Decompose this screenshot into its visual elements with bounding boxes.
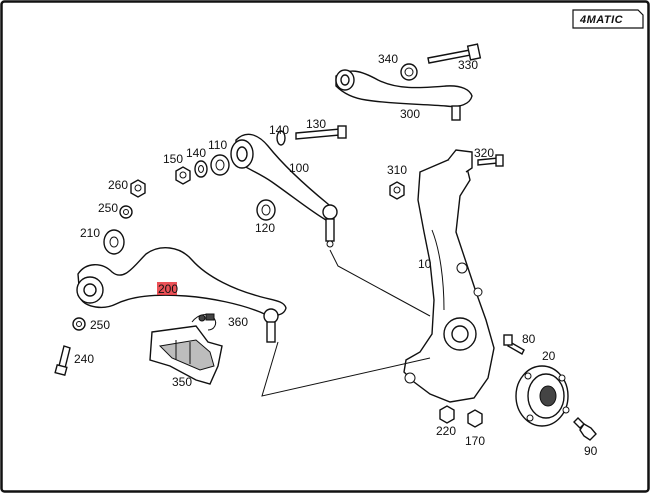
callout-260: 260: [108, 178, 128, 192]
callout-220: 220: [436, 424, 456, 438]
nut-220: [439, 405, 455, 424]
callout-200: 200: [158, 282, 178, 296]
nut-310: [389, 181, 405, 200]
nut-260: [130, 179, 146, 198]
callout-350: 350: [172, 375, 192, 389]
bolt-320: [477, 154, 504, 167]
nut-170: [467, 409, 483, 428]
callout-360: 360: [228, 315, 248, 329]
callout-130: 130: [306, 117, 326, 131]
callout-210: 210: [80, 226, 100, 240]
callout-140b: 140: [186, 146, 206, 160]
leader-lines: [261, 249, 431, 397]
bolt-80: [503, 334, 525, 355]
control-arm-100: [230, 133, 338, 248]
callout-90: 90: [584, 444, 598, 458]
badge-text: 4MATIC: [579, 14, 624, 26]
callout-80: 80: [522, 332, 536, 346]
callout-340: 340: [378, 52, 398, 66]
upper-control-arm-300: [335, 69, 473, 121]
bushing-110: [210, 154, 230, 176]
lower-control-arm-200: [76, 247, 287, 343]
callout-10: 10: [418, 257, 432, 271]
bushing-120: [256, 199, 276, 221]
callout-310: 310: [387, 163, 407, 177]
callout-300: 300: [400, 107, 420, 121]
sensor-360: [191, 313, 217, 331]
wheel-hub-20: [515, 365, 570, 427]
callout-330: 330: [458, 58, 478, 72]
washer-250b: [72, 317, 86, 331]
highlight-200: [157, 282, 177, 295]
nut-150: [175, 166, 191, 185]
callout-150: 150: [163, 152, 183, 166]
callout-110: 110: [208, 138, 227, 152]
bushing-210: [103, 229, 125, 255]
callout-140a: 140: [269, 123, 289, 137]
callout-320: 320: [474, 146, 494, 160]
badge-4matic: 4MATIC: [572, 9, 644, 29]
washer-250a: [119, 205, 133, 219]
callout-250a: 250: [98, 201, 118, 215]
callout-labels: 340 330 300 140 130 110 140 150 100 120 …: [74, 52, 598, 458]
washer-140a: [276, 130, 286, 146]
callout-170: 170: [465, 434, 485, 448]
callout-100: 100: [289, 161, 309, 175]
cover-350: [149, 325, 223, 385]
bolt-130: [295, 125, 347, 140]
callout-20: 20: [542, 349, 556, 363]
nut-340: [400, 63, 418, 81]
bolt-330: [427, 43, 482, 64]
callout-120: 120: [255, 221, 275, 235]
steering-knuckle-10: [403, 149, 495, 403]
callout-250b: 250: [90, 318, 110, 332]
bolt-90: [573, 417, 597, 441]
callout-240: 240: [74, 352, 94, 366]
washer-140b: [194, 160, 208, 178]
bolt-240: [54, 345, 71, 377]
